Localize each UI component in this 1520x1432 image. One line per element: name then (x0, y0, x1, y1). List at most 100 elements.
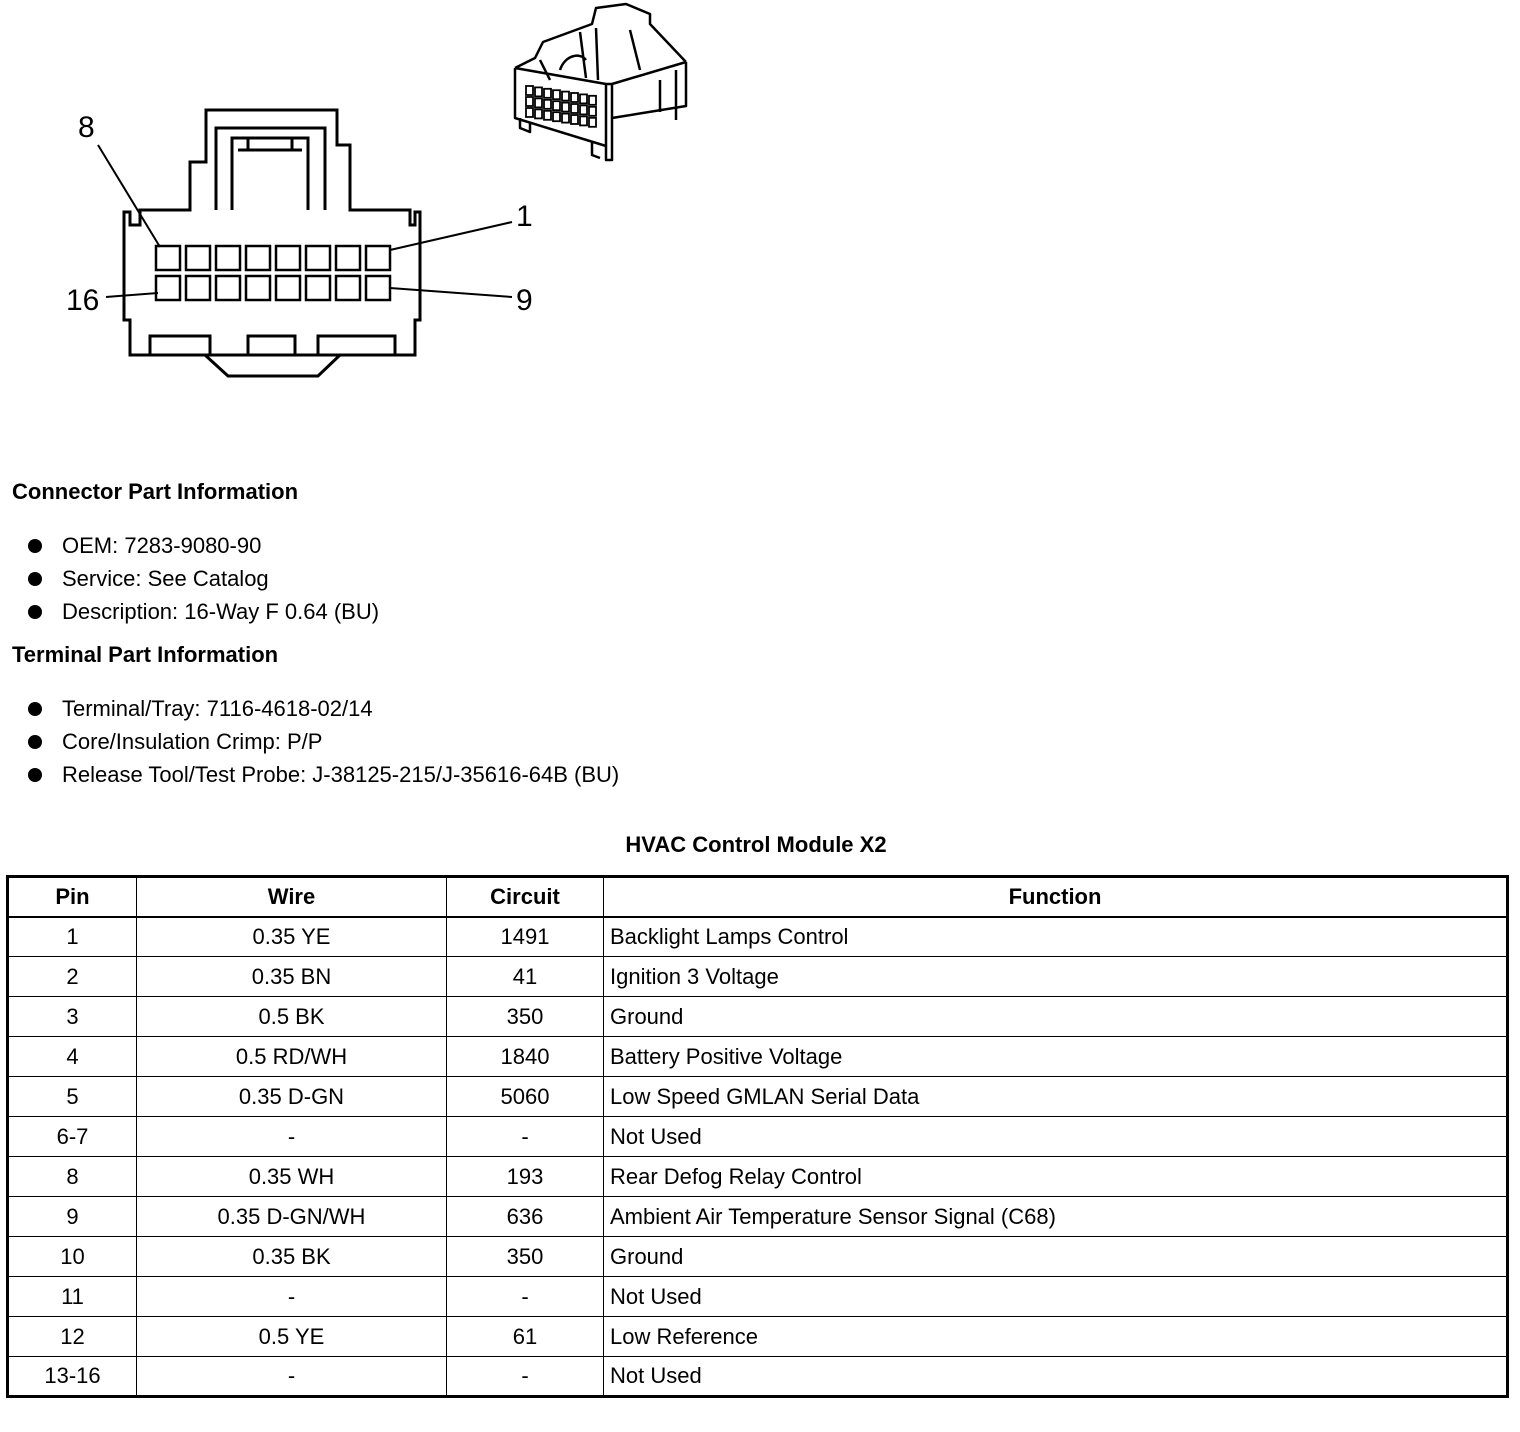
leader-line-pin-9 (389, 287, 513, 298)
list-item: Terminal/Tray: 7116-4618-02/14 (28, 692, 619, 725)
connector-3d-cavity (579, 93, 588, 105)
pin-label-8: 8 (78, 111, 95, 144)
pin-label-16: 16 (66, 284, 99, 317)
cell-circuit: 350 (446, 1236, 604, 1277)
cell-wire: 0.35 YE (136, 916, 447, 957)
connector-3d-cavity (561, 112, 570, 124)
connector-cavity (244, 244, 272, 272)
table-header-row: Pin Wire Circuit Function (7, 876, 1508, 917)
cell-circuit: 1491 (446, 916, 604, 957)
connector-bottom-keys (148, 334, 397, 355)
cell-circuit: 193 (446, 1156, 604, 1197)
cell-circuit: 41 (446, 956, 604, 997)
list-item: Service: See Catalog (28, 562, 379, 595)
connector-cavity (184, 274, 212, 302)
cell-function: Not Used (603, 1276, 1508, 1317)
connector-face-outline (122, 108, 422, 357)
connector-cavity (334, 274, 362, 302)
cell-circuit: 350 (446, 996, 604, 1037)
cell-function: Rear Defog Relay Control (603, 1156, 1508, 1197)
connector-3d-cavity (525, 85, 534, 96)
column-header-wire: Wire (136, 876, 447, 917)
cell-circuit: - (446, 1356, 604, 1397)
bullet-icon (28, 767, 42, 782)
connector-cavity (154, 244, 182, 272)
cell-circuit: 1840 (446, 1036, 604, 1077)
cell-circuit: 61 (446, 1316, 604, 1357)
cell-pin: 1 (7, 916, 137, 957)
cell-pin: 2 (7, 956, 137, 997)
pin-label-1: 1 (516, 200, 533, 233)
column-header-circuit: Circuit (446, 876, 604, 917)
column-header-pin: Pin (7, 876, 137, 917)
connector-3d-cavity (588, 105, 597, 117)
connector-cavity (364, 274, 392, 302)
connector-part-info-list: OEM: 7283-9080-90 Service: See Catalog D… (28, 529, 379, 628)
cell-function: Low Reference (603, 1316, 1508, 1357)
table-row: 6-7--Not Used (7, 1116, 1508, 1157)
cell-function: Ignition 3 Voltage (603, 956, 1508, 997)
terminal-part-info-heading: Terminal Part Information (12, 642, 279, 667)
cell-pin: 13-16 (7, 1356, 137, 1397)
connector-cavity (304, 274, 332, 302)
connector-cavity (244, 274, 272, 302)
cell-pin: 8 (7, 1156, 137, 1197)
connector-3d-cavity (552, 100, 561, 112)
cell-wire: - (136, 1116, 447, 1157)
connector-3d-cavity (579, 115, 588, 127)
cell-pin: 6-7 (7, 1116, 137, 1157)
connector-cavity (334, 244, 362, 272)
connector-3d-cavity (534, 108, 543, 120)
connector-3d-cavity (552, 111, 561, 123)
cell-function: Battery Positive Voltage (603, 1036, 1508, 1077)
connector-3d-cavity (570, 114, 579, 125)
connector-cavity (214, 244, 242, 272)
cell-function: Not Used (603, 1356, 1508, 1397)
cell-wire: 0.35 BN (136, 956, 447, 997)
bullet-icon (28, 604, 42, 619)
cell-pin: 12 (7, 1316, 137, 1357)
connector-3d-cavity (570, 92, 579, 103)
cell-function: Ground (603, 1236, 1508, 1277)
connector-3d-illustration (513, 2, 688, 162)
connector-3d-cavities (525, 85, 597, 128)
bullet-icon (28, 701, 42, 716)
connector-3d-cavity (543, 98, 552, 110)
cell-pin: 4 (7, 1036, 137, 1077)
connector-3d-cavity (525, 107, 534, 118)
connector-3d-cavity (543, 87, 552, 99)
connector-cavity (364, 244, 392, 272)
connector-3d-cavity (588, 116, 597, 128)
cell-wire: 0.35 WH (136, 1156, 447, 1197)
bullet-icon (28, 571, 42, 586)
connector-3d-cavity (552, 89, 561, 101)
connector-3d-cavity (543, 109, 552, 121)
cell-pin: 11 (7, 1276, 137, 1317)
table-row: 11--Not Used (7, 1276, 1508, 1317)
connector-cavity (274, 274, 302, 302)
pin-label-9: 9 (516, 284, 533, 317)
cell-function: Not Used (603, 1116, 1508, 1157)
cell-wire: 0.5 BK (136, 996, 447, 1037)
table-row: 13-16--Not Used (7, 1356, 1508, 1397)
cell-pin: 9 (7, 1196, 137, 1237)
cell-function: Ground (603, 996, 1508, 1037)
column-header-function: Function (603, 876, 1508, 917)
connector-3d-cavity (570, 103, 579, 114)
connector-3d-cavity (534, 86, 543, 98)
cell-wire: 0.35 BK (136, 1236, 447, 1277)
cell-function: Ambient Air Temperature Sensor Signal (C… (603, 1196, 1508, 1237)
connector-latch (214, 126, 327, 210)
connector-3d-cavity (561, 90, 570, 102)
leader-line-pin-16 (105, 292, 159, 298)
connector-cavity (184, 244, 212, 272)
connector-cavity (304, 244, 332, 272)
